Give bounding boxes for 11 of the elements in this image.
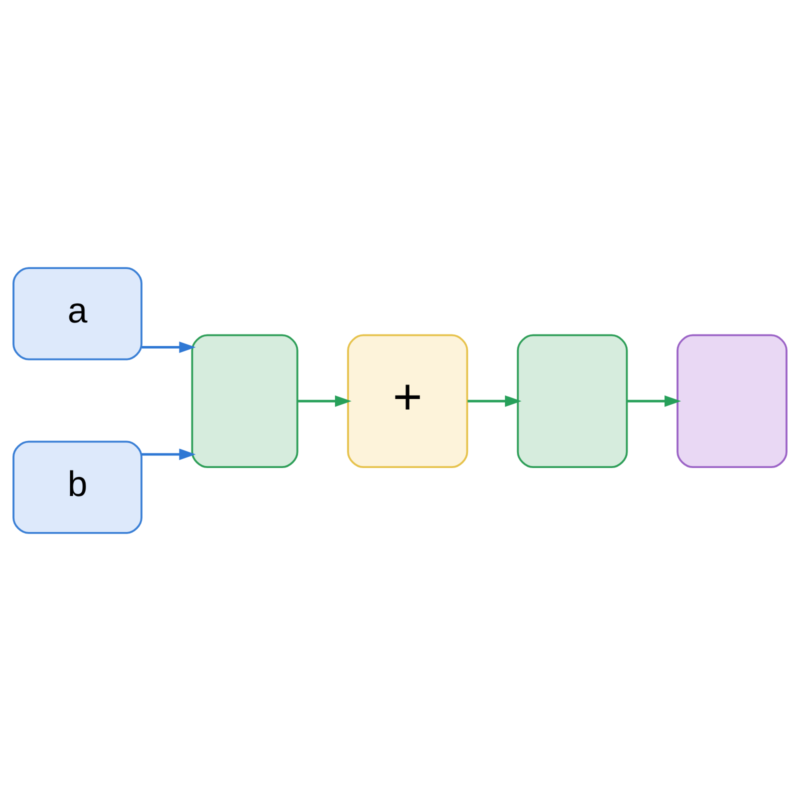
node-box: +: [347, 334, 468, 468]
arrow: [626, 394, 682, 406]
arrow: [142, 448, 196, 460]
arrow: [298, 394, 352, 406]
node-box: [516, 334, 628, 468]
arrow: [142, 341, 196, 353]
node-box: [676, 334, 788, 468]
node-box: [191, 334, 298, 468]
node-box: b: [12, 440, 142, 534]
arrow: [468, 394, 522, 406]
node-box: a: [12, 266, 142, 360]
